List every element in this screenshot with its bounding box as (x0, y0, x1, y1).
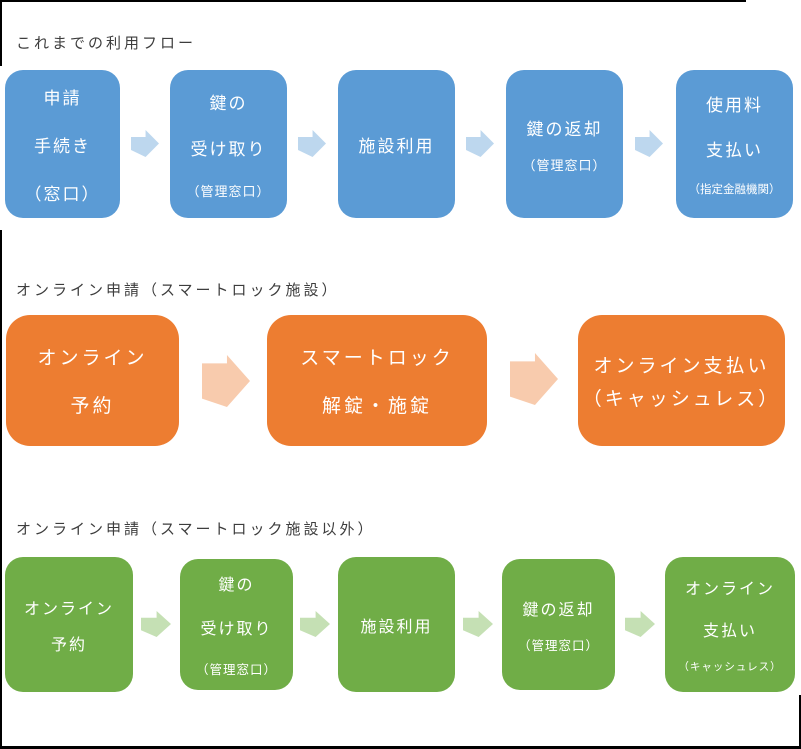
frame-left-border-upper (0, 0, 2, 66)
step-text: 手続き (34, 136, 91, 156)
step-text: 予約 (70, 396, 115, 417)
arrow-right-icon (131, 130, 159, 157)
step-text: オンライン (684, 581, 775, 598)
step-text: 鍵の (209, 93, 248, 113)
row1-title: これまでの利用フロー (16, 35, 197, 52)
step-key-pickup: 鍵の 受け取り （管理窓口） (170, 70, 287, 218)
arrow-right-icon (202, 355, 250, 407)
step-subtext: （管理窓口） (186, 183, 271, 199)
step-online-reservation: オンライン 予約 (6, 315, 179, 446)
step-text: 受け取り (200, 621, 273, 638)
step-text: 受け取り (190, 139, 267, 159)
step-subtext: （指定金融機関） (688, 184, 781, 196)
arrow-right-icon (300, 611, 330, 637)
arrow-right-icon (510, 353, 558, 405)
step-text: 支払い (702, 623, 757, 640)
frame-bottom-border (0, 746, 801, 749)
step-text: 申請 (43, 88, 82, 108)
step-subtext: （キャッシュレス） (678, 661, 782, 673)
step-smartlock-unlock-lock: スマートロック 解錠・施錠 (267, 315, 487, 446)
step-text: 使用料 (706, 96, 763, 115)
step-text: 鍵の返却 (522, 601, 595, 619)
step-text: オンライン支払い (593, 355, 770, 377)
step-subtext: （管理窓口） (517, 638, 599, 653)
arrow-right-icon (141, 611, 171, 637)
step-key-pickup: 鍵の 受け取り （管理窓口） (180, 559, 293, 690)
step-facility-use: 施設利用 (338, 70, 455, 218)
row3-title: オンライン申請（スマートロック施設以外） (16, 521, 376, 538)
arrow-right-icon (635, 130, 663, 157)
step-text: 施設利用 (360, 618, 433, 636)
step-text: 鍵の (218, 577, 255, 594)
frame-right-border-lower (799, 695, 801, 749)
step-text: （キャッシュレス） (582, 388, 781, 410)
step-key-return: 鍵の返却 （管理窓口） (502, 559, 615, 690)
frame-top-border (0, 0, 746, 2)
step-subtext: （管理窓口） (195, 663, 277, 677)
step-online-payment: オンライン 支払い （キャッシュレス） (665, 557, 795, 692)
step-key-return: 鍵の返却 （管理窓口） (506, 70, 623, 218)
step-online-reservation: オンライン 予約 (5, 557, 133, 692)
arrow-right-icon (466, 130, 494, 157)
step-application-procedure: 申請 手続き （窓口） (5, 70, 120, 218)
arrow-right-icon (463, 611, 493, 637)
step-text: 予約 (50, 636, 87, 654)
frame-left-border-lower (0, 230, 2, 749)
step-text: スマートロック (300, 348, 454, 369)
arrow-right-icon (625, 611, 655, 637)
step-text: 支払い (706, 141, 763, 160)
step-text: オンライン (37, 348, 148, 369)
step-fee-payment: 使用料 支払い （指定金融機関） (676, 70, 793, 218)
step-facility-use: 施設利用 (338, 557, 455, 692)
step-text: 鍵の返却 (526, 119, 603, 139)
step-text: （窓口） (24, 184, 101, 204)
step-text: 施設利用 (358, 136, 435, 156)
step-text: オンライン (23, 600, 114, 618)
step-text: 解錠・施錠 (321, 396, 432, 417)
row2-title: オンライン申請（スマートロック施設） (16, 282, 340, 299)
step-subtext: （管理窓口） (522, 157, 607, 173)
step-online-payment: オンライン支払い （キャッシュレス） (578, 315, 785, 446)
arrow-right-icon (298, 130, 326, 157)
